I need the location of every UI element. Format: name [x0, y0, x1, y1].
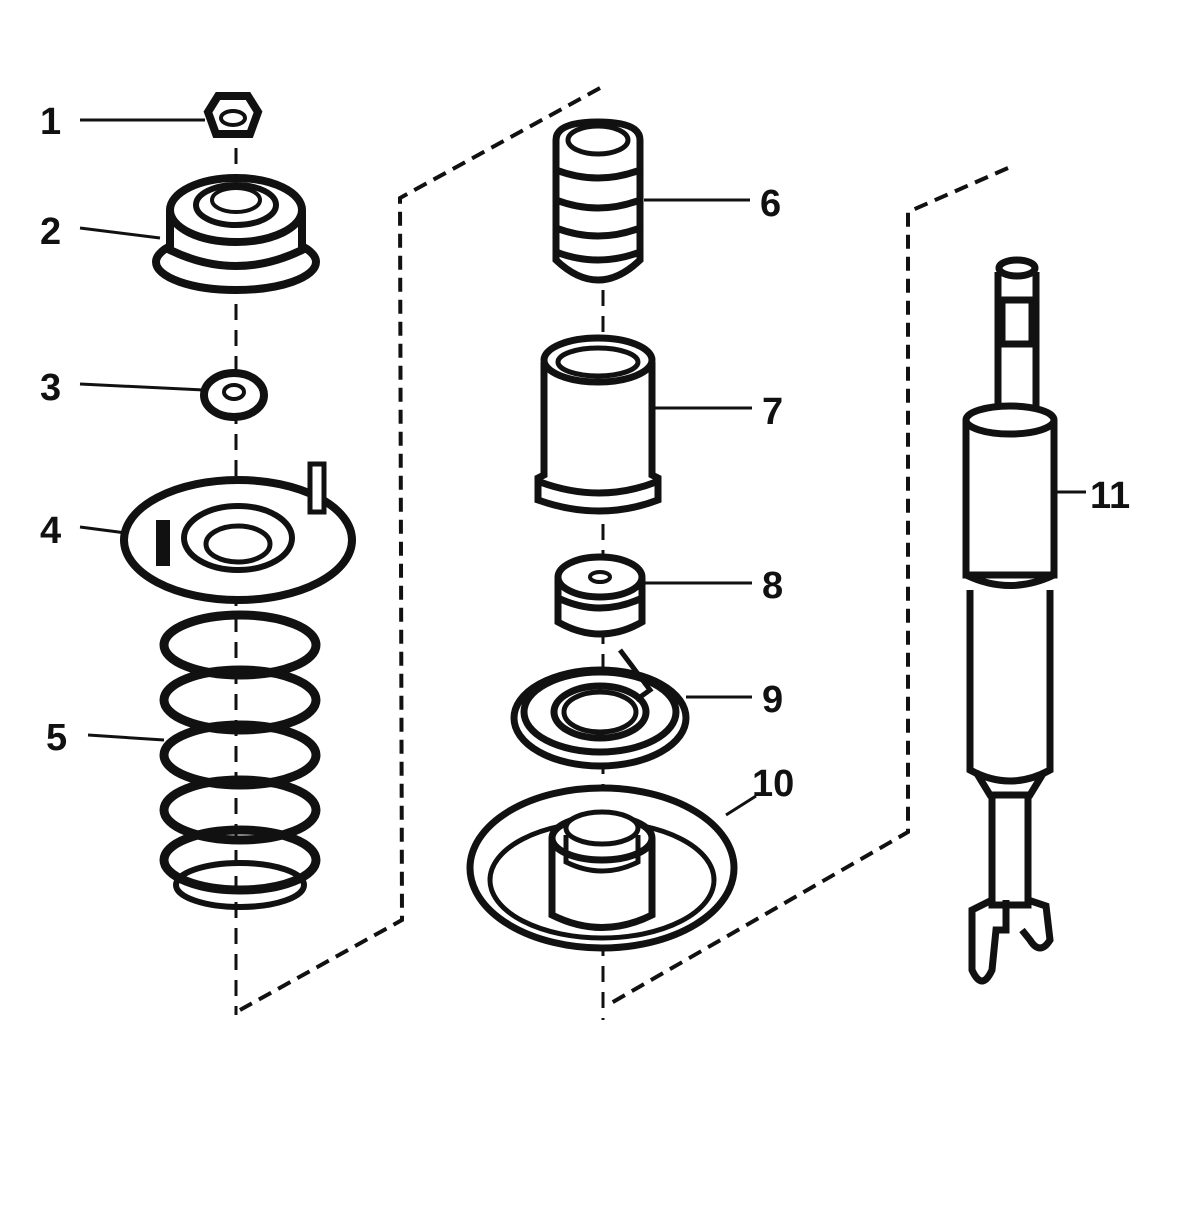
- part-9-lower-insulator: [510, 648, 690, 770]
- part-7-dust-boot: [534, 334, 662, 515]
- part-6-bump-stop: [552, 118, 644, 284]
- part-4-upper-spring-seat: [120, 461, 356, 604]
- part-10-lower-spring-seat: [466, 784, 738, 952]
- callout-8: 8: [762, 565, 783, 607]
- callout-1: 1: [40, 101, 61, 143]
- part-8-rubber-bushing: [554, 553, 646, 638]
- callout-2: 2: [40, 211, 61, 253]
- part-1-nut: [203, 92, 263, 138]
- callout-11: 11: [1090, 475, 1130, 517]
- callout-10: 10: [752, 763, 794, 805]
- assembly-dashed-outline: [239, 86, 1009, 1012]
- callout-labels: 1 2 3 4 5 6 7 8 9 10 11: [40, 101, 1130, 805]
- part-3-bushing: [200, 369, 268, 421]
- part-5-coil-spring: [159, 610, 321, 910]
- callout-4: 4: [40, 510, 61, 552]
- callout-3: 3: [40, 367, 61, 409]
- callout-5: 5: [46, 717, 67, 759]
- leader-lines: [79, 118, 1086, 817]
- callout-9: 9: [762, 679, 783, 721]
- part-11-shock-absorber: [962, 256, 1058, 985]
- callout-6: 6: [760, 183, 781, 225]
- part-2-top-mount: [152, 174, 320, 294]
- callout-7: 7: [762, 391, 783, 433]
